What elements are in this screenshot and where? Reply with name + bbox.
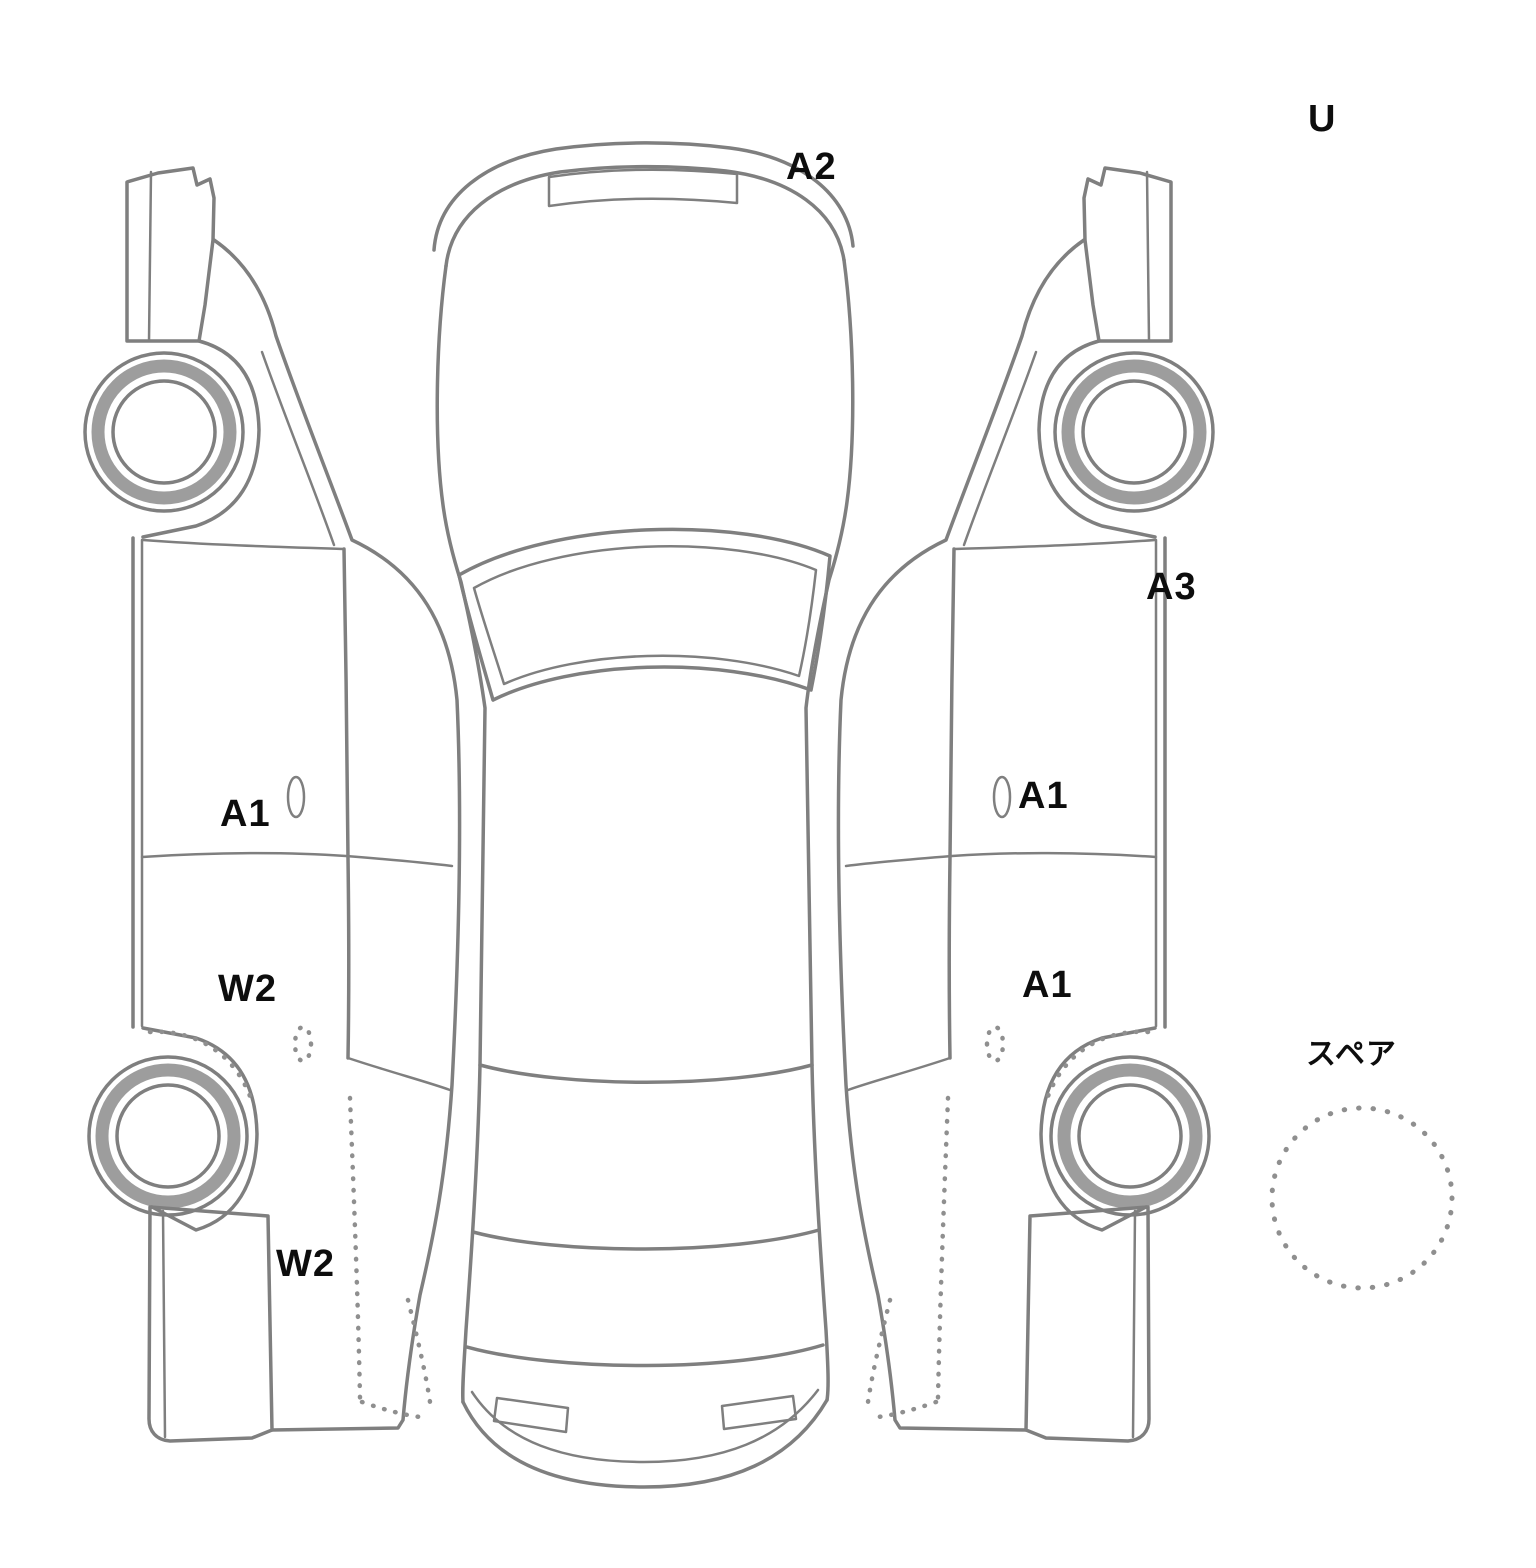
body-right-edge (804, 258, 855, 1402)
rear-wheel-arch (141, 1026, 259, 1232)
spare-tire-outline (1269, 1105, 1455, 1291)
front-bumper-inner-arc (444, 164, 846, 268)
rear-wheel-rim (115, 1083, 221, 1189)
front-bumper-block (125, 166, 216, 343)
grade-mark: U (1308, 98, 1337, 140)
trunk-edge-dotted-line (405, 1297, 433, 1405)
tail-light-right (720, 1394, 798, 1431)
top-view-car (432, 141, 855, 1489)
a-pillar-inner-line (260, 350, 336, 547)
tail-light-left (492, 1396, 570, 1434)
damage-mark-a1-right-front: A1 (1018, 775, 1069, 817)
damage-mark-a2: A2 (786, 146, 837, 188)
trunk-divider (465, 1343, 825, 1368)
damage-mark-w2-left-quarter: W2 (276, 1243, 335, 1285)
rear-arch-dotted-line (147, 1029, 255, 1105)
windshield-inner (472, 544, 818, 686)
rear-bumper-inner-arc (470, 1388, 820, 1464)
rear-bumper-seam (161, 1209, 167, 1439)
rear-quarter-dotted-seam (347, 1095, 363, 1401)
rear-wheel-tire-outline (87, 1055, 249, 1217)
damage-mark-a1-right-rear: A1 (1022, 964, 1073, 1006)
rear-bumper-block (147, 1205, 274, 1443)
front-door-leading-seam (141, 538, 346, 551)
front-bumper-seam (147, 170, 153, 343)
front-bumper-outer-arc (432, 141, 855, 252)
front-wheel-rim (111, 379, 217, 485)
left-side-view-car (83, 166, 462, 1443)
front-cowl-band (547, 168, 739, 208)
spare-tire-label: スペア (1306, 1038, 1397, 1071)
beltline (342, 547, 351, 1060)
door-seam-b-pillar (140, 851, 454, 868)
rear-door-handle-dotted (292, 1024, 314, 1064)
damage-mark-a3: A3 (1146, 566, 1197, 608)
front-door-handle (286, 775, 306, 819)
side-body-outline (212, 238, 462, 1432)
roof-rear-divider (478, 1063, 814, 1084)
c-pillar-line (346, 1056, 452, 1092)
front-wheel-tire-outline (83, 351, 245, 513)
front-wheel-arch (141, 339, 261, 539)
body-left-edge (435, 264, 487, 1404)
front-wheel-tire (91, 359, 237, 505)
rear-wheel-tire (95, 1063, 241, 1209)
rear-bumper-outer-arc (461, 1398, 829, 1489)
quarter-bottom-dotted-line (359, 1399, 423, 1420)
damage-mark-a1-left-front: A1 (220, 793, 271, 835)
damage-mark-w2-left-rear-door: W2 (218, 968, 277, 1010)
windshield-outer (457, 527, 832, 702)
rear-window-divider (471, 1228, 821, 1251)
